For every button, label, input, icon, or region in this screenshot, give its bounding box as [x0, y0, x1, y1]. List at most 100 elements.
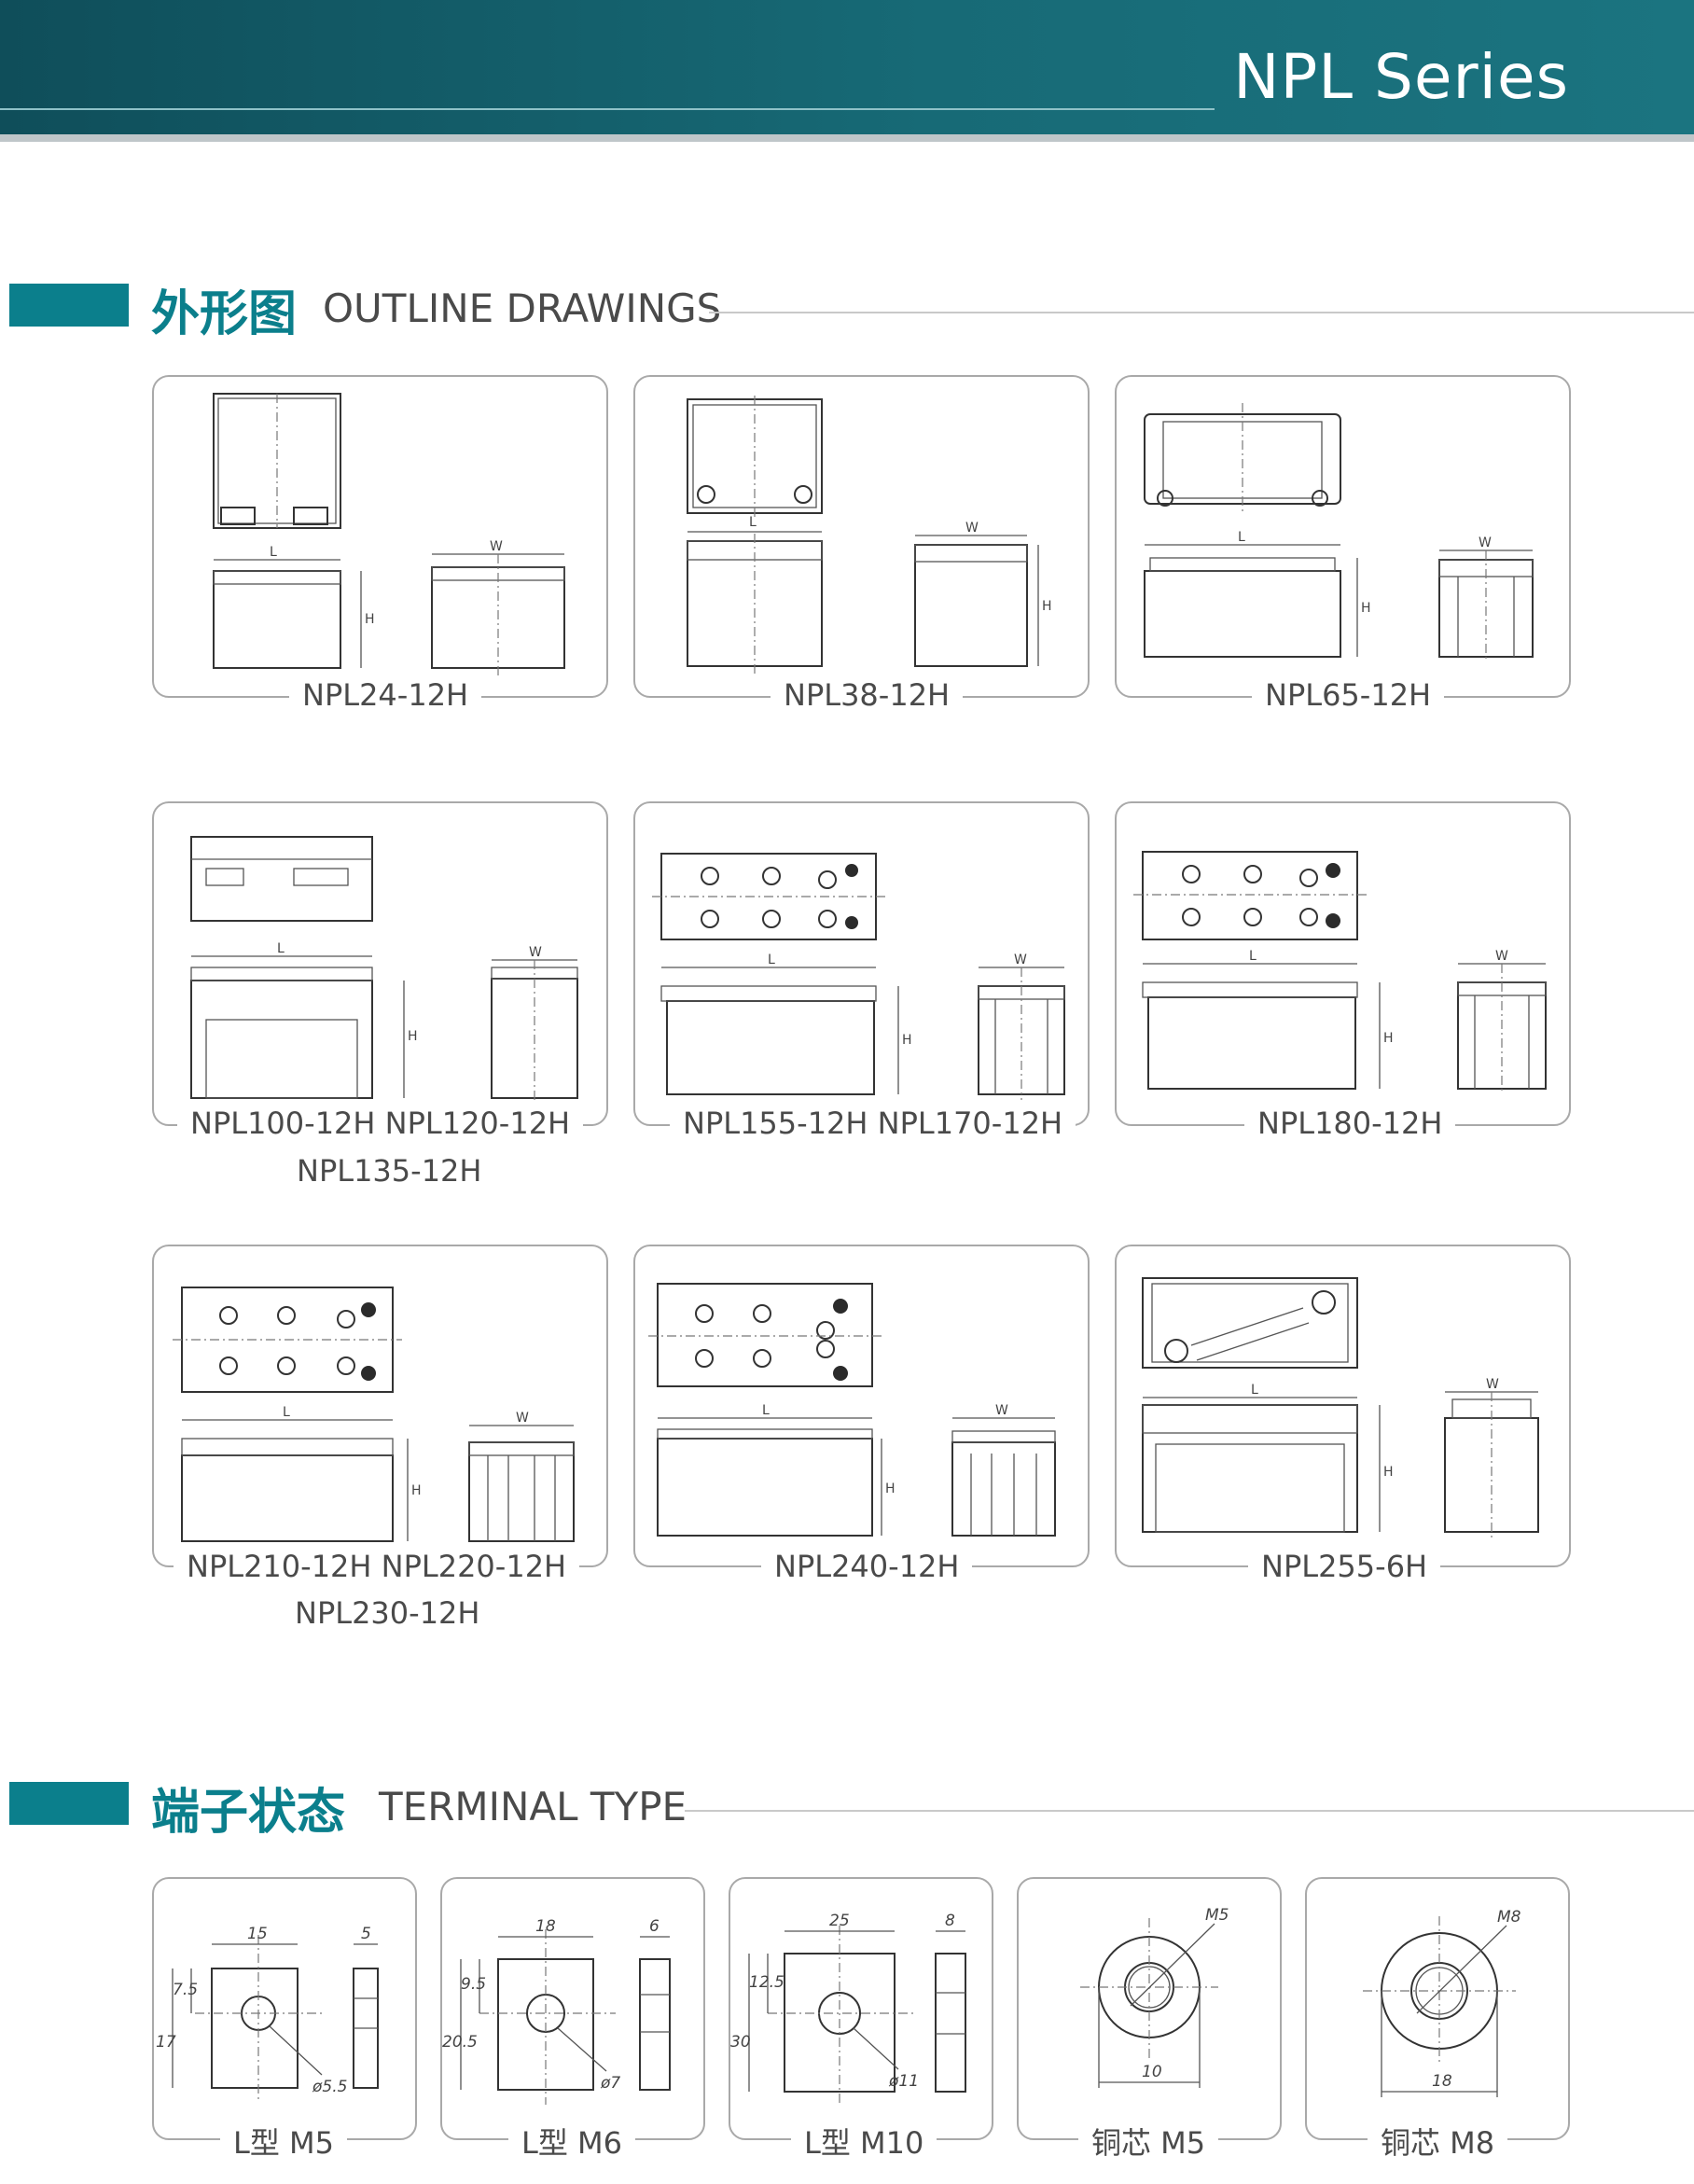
terminal-caption: 铜芯 M8	[1368, 2120, 1508, 2163]
svg-text:ø7: ø7	[600, 2074, 620, 2093]
svg-text:8: 8	[945, 1912, 955, 1930]
svg-text:H: H	[365, 612, 375, 627]
terminal-caption: L型 M6	[508, 2120, 635, 2163]
outline-drawing: L H W	[648, 1283, 1056, 1537]
header-rule	[0, 108, 1215, 110]
svg-text:30: 30	[730, 2033, 751, 2052]
page-header: NPL Series	[0, 0, 1694, 142]
svg-text:W: W	[516, 1411, 529, 1426]
outline-card: L H W	[1115, 1245, 1571, 1567]
outline-drawing: L H W	[1144, 403, 1534, 662]
svg-text:H: H	[885, 1482, 896, 1496]
svg-text:6: 6	[649, 1917, 660, 1936]
terminal-drawing: 15 7.5 17 ø5.5 5	[156, 1925, 379, 2103]
svg-text:L: L	[1238, 530, 1245, 545]
outline-card: L H W	[1115, 375, 1571, 698]
svg-text:W: W	[965, 521, 979, 536]
svg-text:H: H	[1383, 1465, 1394, 1480]
outline-drawing: L H W	[173, 1287, 575, 1542]
svg-text:ø11: ø11	[888, 2072, 919, 2091]
section-terminal-type: 端子状态 TERMINAL TYPE	[0, 1771, 1694, 1841]
svg-text:9.5: 9.5	[461, 1975, 486, 1994]
svg-text:H: H	[408, 1029, 418, 1044]
terminal-caption: L型 M5	[220, 2120, 347, 2163]
svg-text:M5: M5	[1205, 1906, 1229, 1925]
outline-card: L H W	[152, 1245, 608, 1567]
outline-card: L H W	[152, 375, 608, 698]
outline-card: L H W	[633, 1245, 1090, 1567]
svg-text:H: H	[902, 1033, 912, 1048]
terminal-card: M8 18	[1305, 1877, 1570, 2140]
svg-text:17: 17	[156, 2033, 176, 2052]
outline-drawing: L W H	[687, 396, 1052, 674]
model-caption: NPL65-12H	[1252, 677, 1445, 713]
outline-card: L W H	[633, 375, 1090, 698]
svg-text:L: L	[270, 545, 277, 560]
outline-drawing: L H W	[213, 393, 565, 675]
svg-text:L: L	[749, 515, 757, 530]
svg-text:H: H	[1042, 599, 1052, 614]
terminal-card: 25 12.5 30 ø11 8	[729, 1877, 993, 2140]
model-caption: NPL155-12H NPL170-12H	[670, 1106, 1076, 1141]
svg-text:W: W	[490, 539, 503, 554]
model-caption: NPL255-6H	[1248, 1549, 1441, 1584]
svg-text:10: 10	[1142, 2063, 1162, 2081]
svg-text:L: L	[1249, 949, 1257, 964]
terminal-drawing: M8 18	[1363, 1908, 1521, 2097]
svg-text:12.5: 12.5	[749, 1973, 785, 1992]
model-caption: NPL180-12H	[1244, 1106, 1456, 1141]
series-title: NPL Series	[1233, 41, 1569, 113]
svg-text:20.5: 20.5	[442, 2033, 478, 2052]
outline-card: L H W	[152, 801, 608, 1126]
outline-card: L H W	[1115, 801, 1571, 1126]
model-caption-2: NPL230-12H	[295, 1595, 480, 1631]
section-divider	[685, 1810, 1694, 1812]
svg-text:L: L	[768, 953, 775, 967]
svg-text:W: W	[1014, 953, 1027, 967]
svg-text:W: W	[1486, 1377, 1499, 1392]
outline-drawing: L H W	[190, 836, 578, 1104]
terminal-card: 15 7.5 17 ø5.5 5	[152, 1877, 417, 2140]
section-divider	[709, 312, 1694, 313]
svg-text:W: W	[995, 1403, 1008, 1418]
header-shadow	[0, 134, 1694, 142]
svg-text:L: L	[277, 941, 285, 956]
svg-text:L: L	[762, 1403, 770, 1418]
svg-text:15: 15	[247, 1925, 268, 1943]
model-caption: NPL210-12H NPL220-12H	[174, 1549, 580, 1584]
svg-text:ø5.5: ø5.5	[312, 2078, 347, 2096]
svg-text:H: H	[411, 1483, 422, 1498]
terminal-drawing: M5 10	[1080, 1906, 1229, 2088]
outline-drawing: L H W	[1142, 1277, 1539, 1537]
svg-text:H: H	[1383, 1031, 1394, 1046]
terminal-card: M5 10	[1017, 1877, 1282, 2140]
section-title-en: OUTLINE DRAWINGS	[323, 285, 722, 331]
outline-drawing: L H W	[652, 853, 1065, 1100]
section-title-cn: 端子状态	[151, 1785, 346, 1841]
svg-text:5: 5	[361, 1925, 371, 1943]
section-marker	[9, 1782, 129, 1825]
model-caption: NPL100-12H NPL120-12H	[177, 1106, 584, 1141]
svg-text:H: H	[1361, 601, 1371, 616]
model-caption: NPL38-12H	[771, 677, 964, 713]
svg-text:L: L	[283, 1405, 290, 1420]
svg-text:7.5: 7.5	[173, 1981, 198, 1999]
svg-text:L: L	[1251, 1383, 1258, 1398]
model-caption: NPL24-12H	[289, 677, 482, 713]
outline-card: L H W	[633, 801, 1090, 1126]
svg-text:W: W	[1479, 536, 1492, 550]
model-caption-2: NPL135-12H	[297, 1153, 482, 1189]
model-caption: NPL240-12H	[761, 1549, 973, 1584]
svg-text:18: 18	[1432, 2072, 1452, 2091]
section-title-cn: 外形图	[151, 286, 298, 342]
svg-text:W: W	[529, 945, 542, 960]
svg-text:W: W	[1495, 949, 1508, 964]
terminal-caption: L型 M10	[791, 2120, 937, 2163]
svg-text:M8: M8	[1497, 1908, 1521, 1927]
terminal-caption: 铜芯 M5	[1078, 2120, 1219, 2163]
svg-text:25: 25	[829, 1912, 850, 1930]
section-title-en: TERMINAL TYPE	[379, 1784, 687, 1829]
terminal-drawing: 18 9.5 20.5 ø7 6	[442, 1917, 671, 2105]
svg-text:18: 18	[535, 1917, 556, 1936]
section-marker	[9, 284, 129, 327]
